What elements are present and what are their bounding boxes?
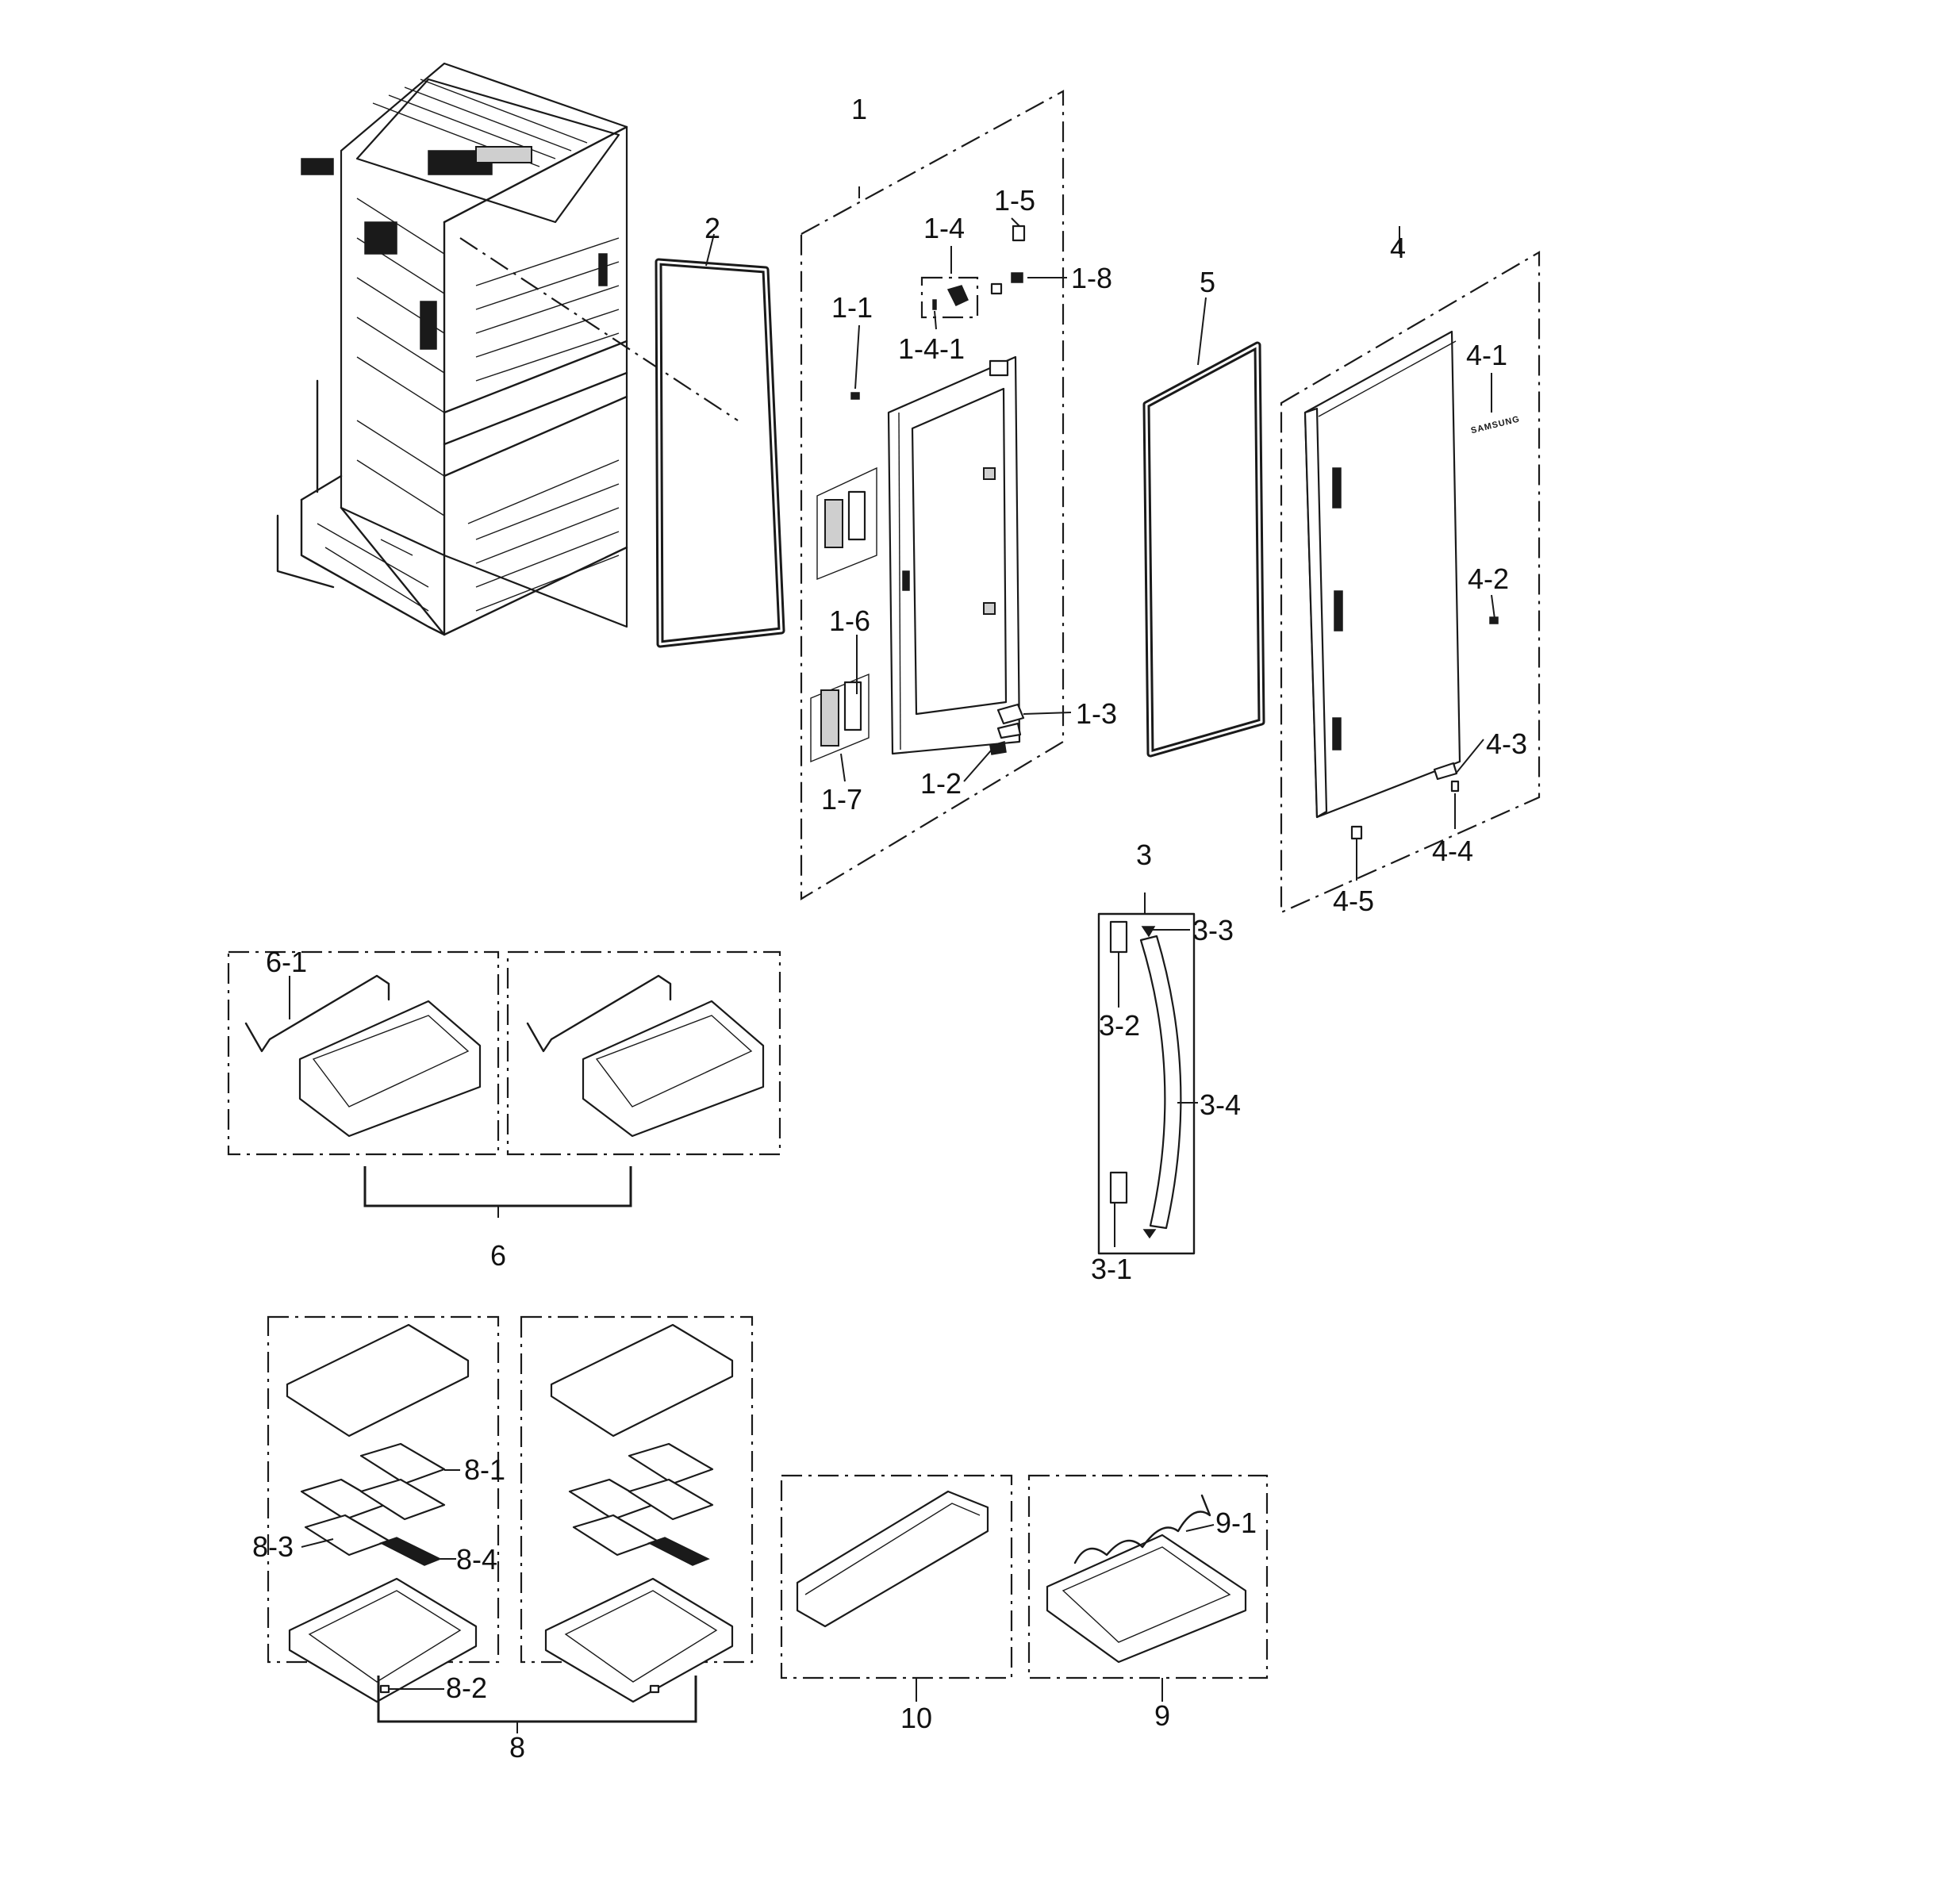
humidity-slider-set-right xyxy=(568,1442,714,1566)
group-4-boundary xyxy=(1280,251,1541,914)
callout-labels: 1 1-1 1-2 1-3 1-4 1-4-1 1-5 1-6 1-7 1-8 … xyxy=(252,93,1527,1764)
crisper-frame-right xyxy=(544,1577,734,1703)
part-1-3-hinge-bracket xyxy=(996,703,1025,725)
group-10-boundary xyxy=(780,1474,1013,1679)
label-1-3: 1-3 xyxy=(1076,697,1117,730)
label-1-4: 1-4 xyxy=(923,212,965,244)
part-3-3-screw xyxy=(1141,926,1156,938)
part-1-8-bushing xyxy=(1011,272,1023,283)
door-handle xyxy=(1139,935,1182,1230)
part-9-1-wire xyxy=(1073,1494,1211,1564)
part-4-4-pin xyxy=(1450,780,1460,793)
assembly-connector-line xyxy=(459,237,739,421)
humidity-slider-set-left xyxy=(300,1442,446,1566)
label-1-8: 1-8 xyxy=(1071,262,1112,294)
part-1-4-hinge xyxy=(946,285,969,306)
label-1-4-1: 1-4-1 xyxy=(898,332,965,365)
label-8-1: 8-1 xyxy=(464,1453,505,1486)
door-bin-set-lower xyxy=(810,673,870,763)
part-1-2-stopper xyxy=(989,741,1007,755)
part-8-2-left xyxy=(379,1684,390,1694)
label-9-1: 9-1 xyxy=(1215,1507,1257,1539)
label-1-6: 1-6 xyxy=(829,605,870,637)
crisper-cover-right xyxy=(550,1323,734,1438)
door-gasket-5 xyxy=(1142,341,1265,758)
label-8-3: 8-3 xyxy=(252,1530,294,1563)
label-1-7: 1-7 xyxy=(821,783,862,816)
door-gasket-2 xyxy=(655,258,785,648)
label-4-1: 4-1 xyxy=(1466,339,1507,371)
label-2: 2 xyxy=(704,212,720,244)
part-1-5-block xyxy=(1012,225,1026,242)
label-3-1: 3-1 xyxy=(1091,1253,1132,1285)
label-3-2: 3-2 xyxy=(1099,1009,1140,1042)
refrigerator-cabinet xyxy=(276,62,628,636)
part-3-1-screw xyxy=(1142,1229,1157,1239)
bin-6-right xyxy=(582,1000,765,1138)
leader-lines xyxy=(289,186,1495,1690)
group-6-boundary-right xyxy=(506,950,781,1156)
label-3-4: 3-4 xyxy=(1200,1088,1241,1121)
crisper-frame-left xyxy=(288,1577,478,1703)
part-3-1-handle-cap xyxy=(1109,1171,1128,1204)
label-5: 5 xyxy=(1200,266,1215,298)
group-3-bracket xyxy=(1097,912,1196,1255)
group-8-boundary-left xyxy=(267,1315,500,1664)
group-9-boundary xyxy=(1027,1474,1269,1679)
label-1-1: 1-1 xyxy=(831,291,873,324)
group-8-bracket xyxy=(377,1676,697,1723)
part-4-5-bushing xyxy=(1350,825,1363,840)
group-6-bracket xyxy=(363,1166,632,1207)
group-1-boundary xyxy=(800,90,1065,900)
group-8-boundary-right xyxy=(520,1315,754,1664)
bin-6-left xyxy=(298,1000,482,1138)
refrigerator-door xyxy=(1303,330,1461,819)
door-liner-frame xyxy=(887,355,1021,755)
part-1-1-cap xyxy=(850,392,860,400)
label-1-5: 1-5 xyxy=(994,184,1035,217)
bin-9 xyxy=(1046,1534,1247,1664)
part-3-2-handle-cap xyxy=(1109,920,1128,954)
label-8-4: 8-4 xyxy=(456,1543,497,1576)
door-bin-10 xyxy=(796,1490,989,1628)
label-1-2: 1-2 xyxy=(920,767,962,800)
door-bin-set-upper xyxy=(816,466,877,581)
label-1: 1 xyxy=(851,93,867,125)
part-hinge-upper xyxy=(989,359,1009,377)
label-4-4: 4-4 xyxy=(1432,835,1473,867)
part-hinge-pin xyxy=(990,282,1003,295)
label-8-2: 8-2 xyxy=(446,1672,487,1704)
part-6-1-wire-left xyxy=(244,974,390,1053)
part-8-2-right xyxy=(649,1684,660,1694)
part-1-4-1-pin xyxy=(932,299,937,310)
label-8: 8 xyxy=(509,1731,525,1764)
group-1-4-boundary xyxy=(920,276,979,319)
label-10: 10 xyxy=(900,1702,932,1734)
label-4-2: 4-2 xyxy=(1468,562,1509,595)
label-4: 4 xyxy=(1390,232,1406,264)
part-1-3-hinge-plate xyxy=(996,722,1022,739)
label-9: 9 xyxy=(1154,1699,1170,1732)
label-3: 3 xyxy=(1136,839,1152,871)
label-4-5: 4-5 xyxy=(1333,885,1374,917)
group-6-boundary-left xyxy=(227,950,500,1156)
label-6-1: 6-1 xyxy=(266,946,307,978)
label-3-3: 3-3 xyxy=(1192,914,1234,946)
label-6: 6 xyxy=(490,1239,506,1272)
door-logo: SAMSUNG xyxy=(1470,414,1521,436)
crisper-cover-left xyxy=(286,1323,470,1438)
part-6-1-wire-right xyxy=(526,974,672,1053)
label-4-3: 4-3 xyxy=(1486,727,1527,760)
